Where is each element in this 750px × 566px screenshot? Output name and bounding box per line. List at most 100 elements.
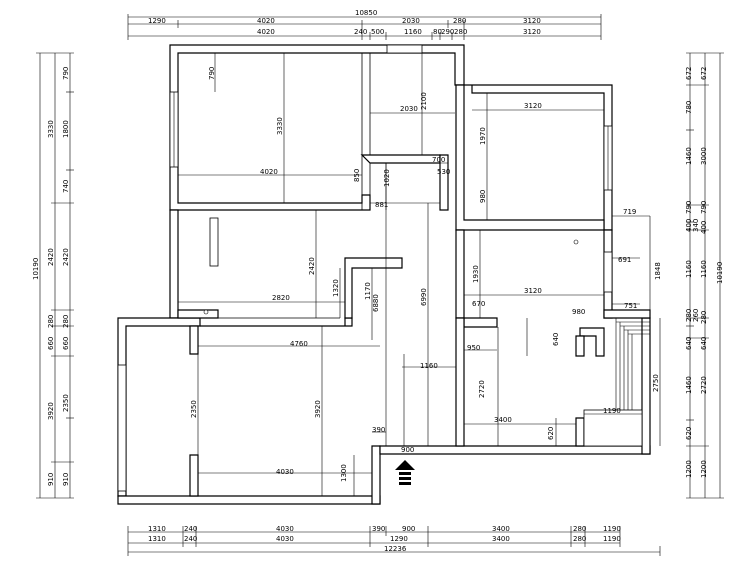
interior-dimension-labels: 4020 3330 790 2030 2100 700 530 1020 850…: [190, 67, 660, 482]
kitchen-640: 640: [552, 333, 560, 346]
top-r2-2: 500: [371, 28, 384, 36]
room-b-ext: 719: [623, 208, 636, 216]
master-width: 4760: [290, 340, 308, 348]
right-o-7: 640: [700, 337, 708, 350]
right-i-5: 340: [692, 219, 700, 232]
right-i-12: 1200: [685, 460, 693, 478]
right-total: 10190: [716, 262, 724, 284]
hall-c: 6990: [420, 288, 428, 306]
left-dimension-labels: 10190 3330 2420 280 660 3920 910 790 180…: [32, 67, 70, 486]
bot-r2-5: 280: [573, 535, 586, 543]
entry-390: 390: [372, 426, 385, 434]
left-i-7: 910: [62, 473, 70, 486]
left-o-5: 910: [47, 473, 55, 486]
top-r1-0: 1290: [148, 17, 166, 25]
right-i-1: 780: [685, 101, 693, 114]
left-i-1: 1800: [62, 120, 70, 138]
bot-r2-6: 1190: [603, 535, 621, 543]
left-total: 10190: [32, 258, 40, 280]
right-o-6: 280: [700, 311, 708, 324]
right-o-1: 3000: [700, 147, 708, 165]
bot-r1-4: 900: [402, 525, 415, 533]
bottom-dimension-labels: 1310 240 4030 390 900 3400 280 1190 1310…: [148, 525, 621, 553]
bot-r1-6: 280: [573, 525, 586, 533]
top-dimension-labels: 10850 1290 4020 2030 280 3120 4020 240 5…: [148, 9, 541, 36]
room-b-h2: 980: [479, 190, 487, 203]
dining-1190: 1190: [603, 407, 621, 415]
corridor-width: 2030: [400, 105, 418, 113]
top-r2-3: 1160: [404, 28, 422, 36]
top-r2-7: 3120: [523, 28, 541, 36]
right-o-9: 1200: [700, 460, 708, 478]
right-o-3: 400: [700, 221, 708, 234]
left-o-4: 3920: [47, 402, 55, 420]
right-o-0: 672: [700, 67, 708, 80]
wc-a: 1020: [383, 169, 391, 187]
top-dimensions: [127, 14, 602, 40]
bottom-dimensions: [127, 526, 661, 556]
left-i-0: 790: [62, 67, 70, 80]
top-r1-4: 3120: [523, 17, 541, 25]
kitchen-width: 3120: [524, 287, 542, 295]
kitchen-980: 980: [572, 308, 585, 316]
left-i-5: 660: [62, 337, 70, 350]
wc-b: 850: [353, 169, 361, 182]
left-i-3: 2420: [62, 248, 70, 266]
bot-r1-2: 4030: [276, 525, 294, 533]
room-a-width: 4020: [260, 168, 278, 176]
wc-width: 700: [432, 156, 445, 164]
dining-1160: 1160: [420, 362, 438, 370]
left-o-3: 660: [47, 337, 55, 350]
right-o-4: 1160: [700, 260, 708, 278]
bot-r1-7: 1190: [603, 525, 621, 533]
right-i-4: 400: [685, 219, 693, 232]
balcony-2750: 2750: [652, 374, 660, 392]
top-r2-4: 80: [433, 28, 442, 36]
right-i-3: 790: [685, 201, 693, 214]
right-o-2: 790: [700, 201, 708, 214]
dining-620: 620: [547, 427, 555, 440]
bot-r2-4: 3400: [492, 535, 510, 543]
right-i-6: 1160: [685, 260, 693, 278]
top-r2-1: 240: [354, 28, 367, 36]
bot-r1-0: 1310: [148, 525, 166, 533]
interior-dimension-lines: [178, 53, 661, 496]
right-o-5: 1848: [654, 262, 662, 280]
left-dimensions: [36, 52, 74, 499]
left-i-4: 280: [62, 315, 70, 328]
top-r2-0: 4020: [257, 28, 275, 36]
wc-c: 881: [375, 201, 388, 209]
right-i-7: 280: [685, 309, 693, 322]
room-a-window: 790: [208, 67, 216, 80]
top-r1-2: 2030: [402, 17, 420, 25]
living-height: 2420: [308, 257, 316, 275]
corridor-height: 2100: [420, 92, 428, 110]
room-a-height: 3330: [276, 117, 284, 135]
right-i-11: 620: [685, 427, 693, 440]
dining-950: 950: [467, 344, 480, 352]
right-dimension-labels: 672 780 1460 790 400 340 1160 280 260 64…: [654, 67, 724, 478]
dining-3400: 3400: [494, 416, 512, 424]
left-o-2: 280: [47, 315, 55, 328]
top-total: 10850: [355, 9, 377, 17]
right-o-8: 2720: [700, 376, 708, 394]
top-r1-1: 4020: [257, 17, 275, 25]
entry-900: 900: [401, 446, 414, 454]
master-1300: 1300: [340, 464, 348, 482]
right-i-10: 1460: [685, 376, 693, 394]
room-b-width: 3120: [524, 102, 542, 110]
left-o-0: 3330: [47, 120, 55, 138]
left-i-6: 2350: [62, 394, 70, 412]
right-i-9: 640: [685, 337, 693, 350]
right-i-8: 260: [692, 309, 700, 322]
top-r1-3: 280: [453, 17, 466, 25]
top-r2-5: 290: [441, 28, 454, 36]
top-r2-6: 280: [454, 28, 467, 36]
bot-r2-1: 240: [184, 535, 197, 543]
kitchen-h: 1930: [472, 265, 480, 283]
wc-side: 530: [437, 168, 450, 176]
kitchen-side: 691: [618, 256, 631, 264]
master-bottom: 4030: [276, 468, 294, 476]
bot-r2-3: 1290: [390, 535, 408, 543]
